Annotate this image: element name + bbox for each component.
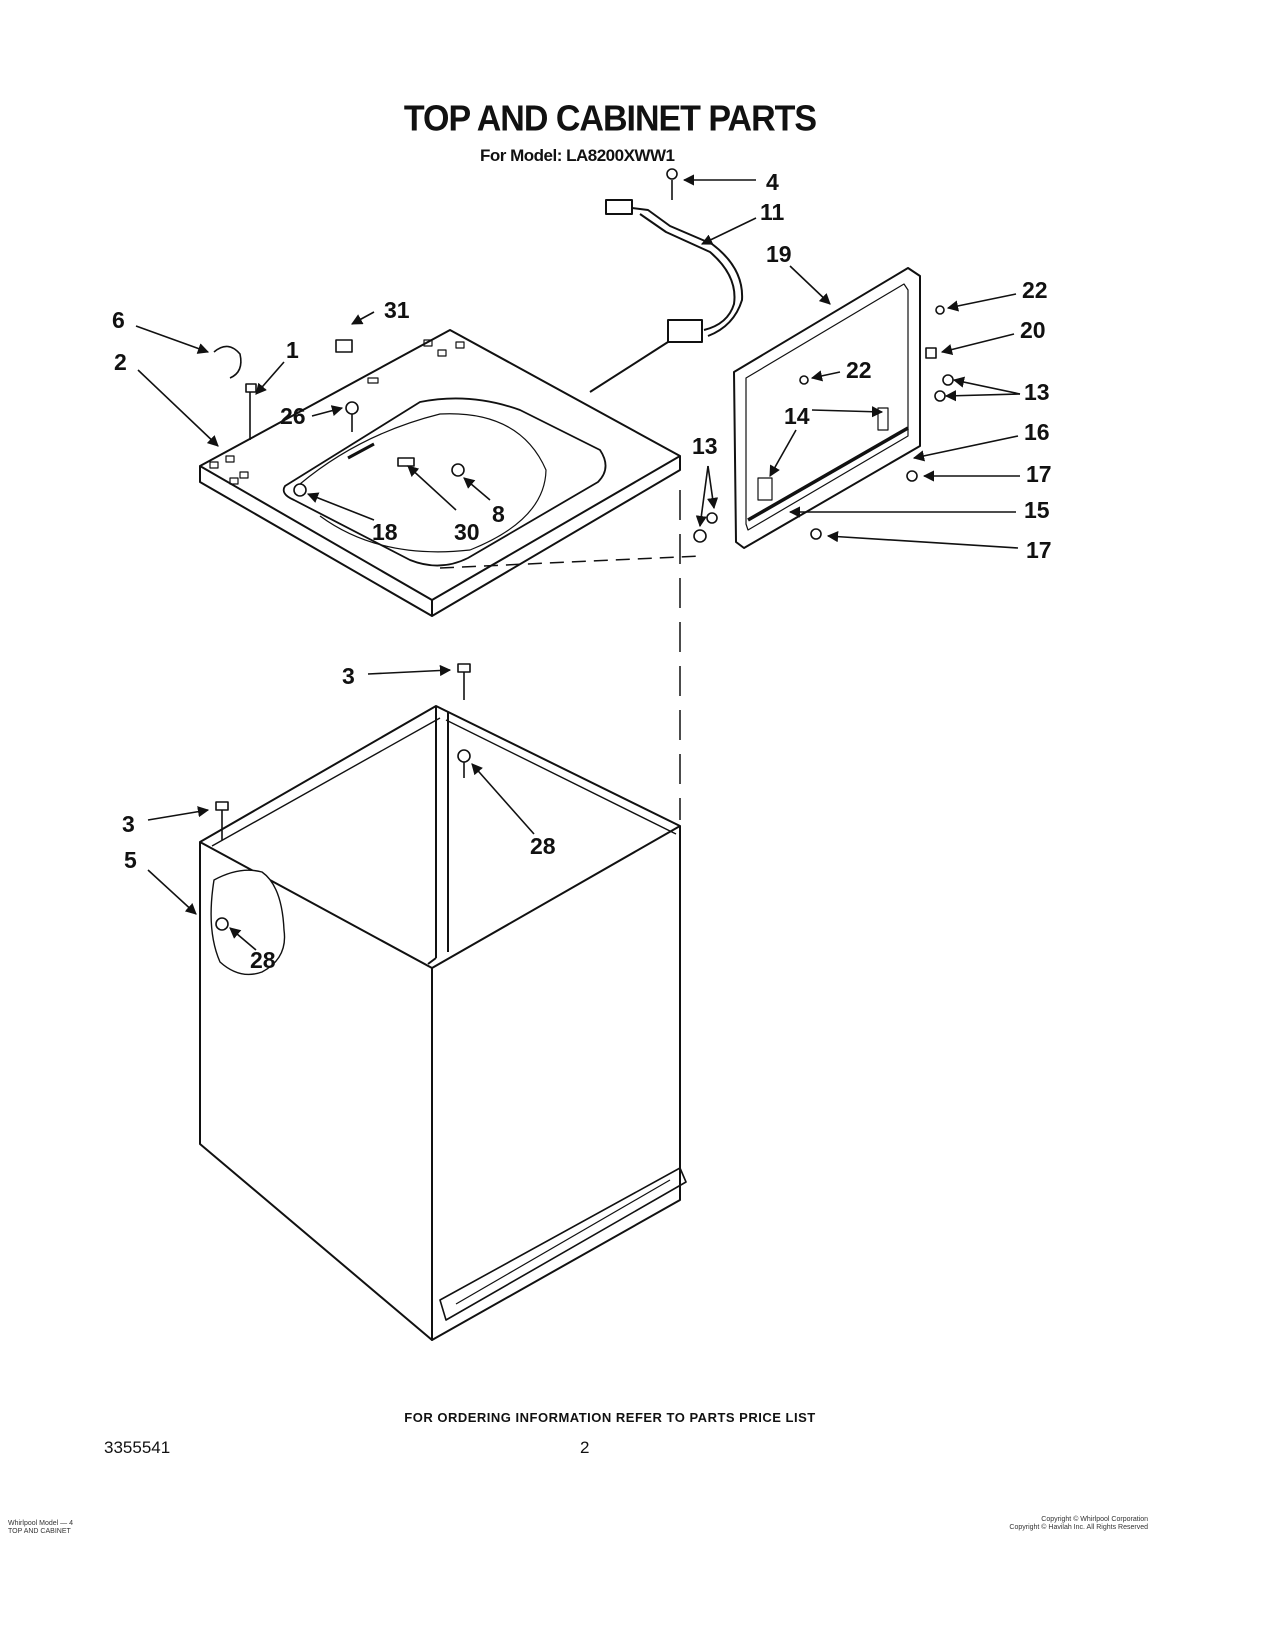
callout-20: 20	[1020, 317, 1046, 343]
callout-28-upper: 28	[530, 833, 556, 859]
callout-11: 11	[760, 199, 785, 225]
callout-3-upper: 3	[342, 663, 355, 689]
left-fineprint: Whirlpool Model — 4 TOP AND CABINET	[8, 1520, 73, 1536]
page-number: 2	[580, 1438, 590, 1457]
callout-13-right: 13	[1024, 379, 1050, 405]
left-fineprint-line: Whirlpool Model — 4	[8, 1520, 73, 1527]
cabinet	[199, 705, 687, 1341]
callout-6: 6	[112, 307, 125, 333]
callout-30: 30	[454, 519, 480, 545]
hardware	[213, 168, 954, 931]
page-title: TOP AND CABINET PARTS	[403, 99, 817, 139]
callout-16: 16	[1024, 419, 1050, 445]
callout-17-upper: 17	[1026, 461, 1052, 487]
copyright-line: Copyright © Whirlpool Corporation	[1041, 1516, 1148, 1523]
power-cord	[589, 199, 744, 393]
leader-arrows	[135, 174, 1021, 951]
callout-8: 8	[492, 501, 505, 527]
callout-14: 14	[784, 403, 810, 429]
callout-15: 15	[1024, 497, 1050, 523]
callout-2: 2	[114, 349, 127, 375]
callout-13-left: 13	[692, 433, 718, 459]
model-subtitle: For Model: LA8200XWW1	[480, 146, 675, 165]
callout-26: 26	[280, 403, 306, 429]
callout-28-lower: 28	[250, 947, 276, 973]
rear-console-panel	[733, 267, 921, 549]
callout-18: 18	[372, 519, 398, 545]
callout-22-lower: 22	[846, 357, 872, 383]
callout-17-lower: 17	[1026, 537, 1052, 563]
callout-3-lower: 3	[122, 811, 135, 837]
callout-labels: 4 11 19 22 20 22 13 14 16 13 17 15 17 6 …	[112, 169, 1052, 973]
callout-1: 1	[286, 337, 299, 363]
ordering-note: FOR ORDERING INFORMATION REFER TO PARTS …	[404, 1410, 816, 1425]
callout-5: 5	[124, 847, 137, 873]
document-number: 3355541	[104, 1438, 171, 1457]
callout-4: 4	[766, 169, 779, 195]
copyright-line: Copyright © Havilah Inc. All Rights Rese…	[1009, 1524, 1148, 1531]
top-panel	[199, 329, 681, 617]
copyright-fineprint: Copyright © Whirlpool Corporation Copyri…	[952, 1516, 1148, 1532]
callout-22-upper: 22	[1022, 277, 1048, 303]
left-fineprint-line: TOP AND CABINET	[8, 1528, 71, 1535]
callout-19: 19	[766, 241, 792, 267]
callout-31: 31	[384, 297, 410, 323]
